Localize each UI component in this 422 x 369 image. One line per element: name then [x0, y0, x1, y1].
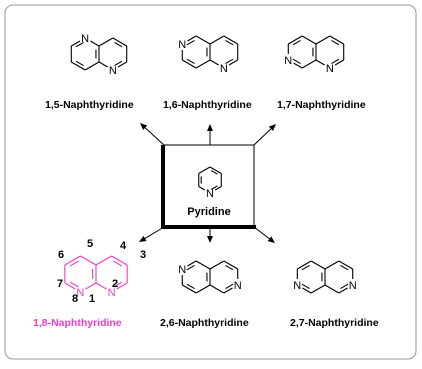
arrow [207, 124, 213, 145]
position-1: 1 [89, 293, 95, 305]
arrow [253, 226, 275, 243]
nitrogen-atom: N [220, 63, 228, 75]
arrow [253, 124, 276, 146]
pyridine-box-shadow [165, 150, 252, 229]
label-1-5-naphthyridine: 1,5-Naphthyridine [45, 99, 134, 111]
arrow [139, 226, 165, 242]
arrow [207, 227, 213, 243]
label-1-7-naphthyridine: 1,7-Naphthyridine [277, 99, 366, 111]
molecule-n17: NN [284, 35, 345, 75]
nitrogen-atom: N [76, 287, 84, 299]
label-2-6-naphthyridine: 2,6-Naphthyridine [160, 317, 249, 329]
arrow [140, 123, 165, 146]
pyridine-molecule: N [198, 166, 222, 200]
pyridine-box [163, 144, 255, 228]
nitrogen-atom: N [81, 33, 89, 45]
position-8: 8 [72, 293, 78, 305]
molecule-n26: NN [178, 260, 242, 294]
position-3: 3 [140, 249, 146, 261]
nitrogen-atom: N [326, 63, 334, 75]
nitrogen-atom: N [349, 280, 357, 292]
nitrogen-atom: N [109, 65, 117, 77]
position-2: 2 [112, 278, 118, 290]
position-4: 4 [120, 240, 127, 252]
nitrogen-atom: N [234, 280, 242, 292]
position-7: 7 [57, 278, 63, 290]
nitrogen-atom: N [108, 287, 116, 299]
pyridine-label: Pyridine [187, 206, 230, 218]
label-1-8-naphthyridine: 1,8-Naphthyridine [33, 317, 122, 329]
label-1-6-naphthyridine: 1,6-Naphthyridine [163, 99, 252, 111]
arrows [139, 123, 276, 243]
nitrogen-atom: N [284, 55, 292, 67]
label-2-7-naphthyridine: 2,7-Naphthyridine [290, 317, 379, 329]
nitrogen-atom: N [178, 39, 186, 51]
nitrogen-atom: N [206, 188, 214, 200]
molecule-n16: NN [178, 35, 239, 75]
position-5: 5 [87, 238, 93, 250]
molecule-n15: NN [70, 33, 128, 77]
nitrogen-atom: N [178, 264, 186, 276]
nitrogen-atom: N [293, 280, 301, 292]
outer-frame [4, 4, 417, 360]
position-6: 6 [58, 249, 64, 261]
